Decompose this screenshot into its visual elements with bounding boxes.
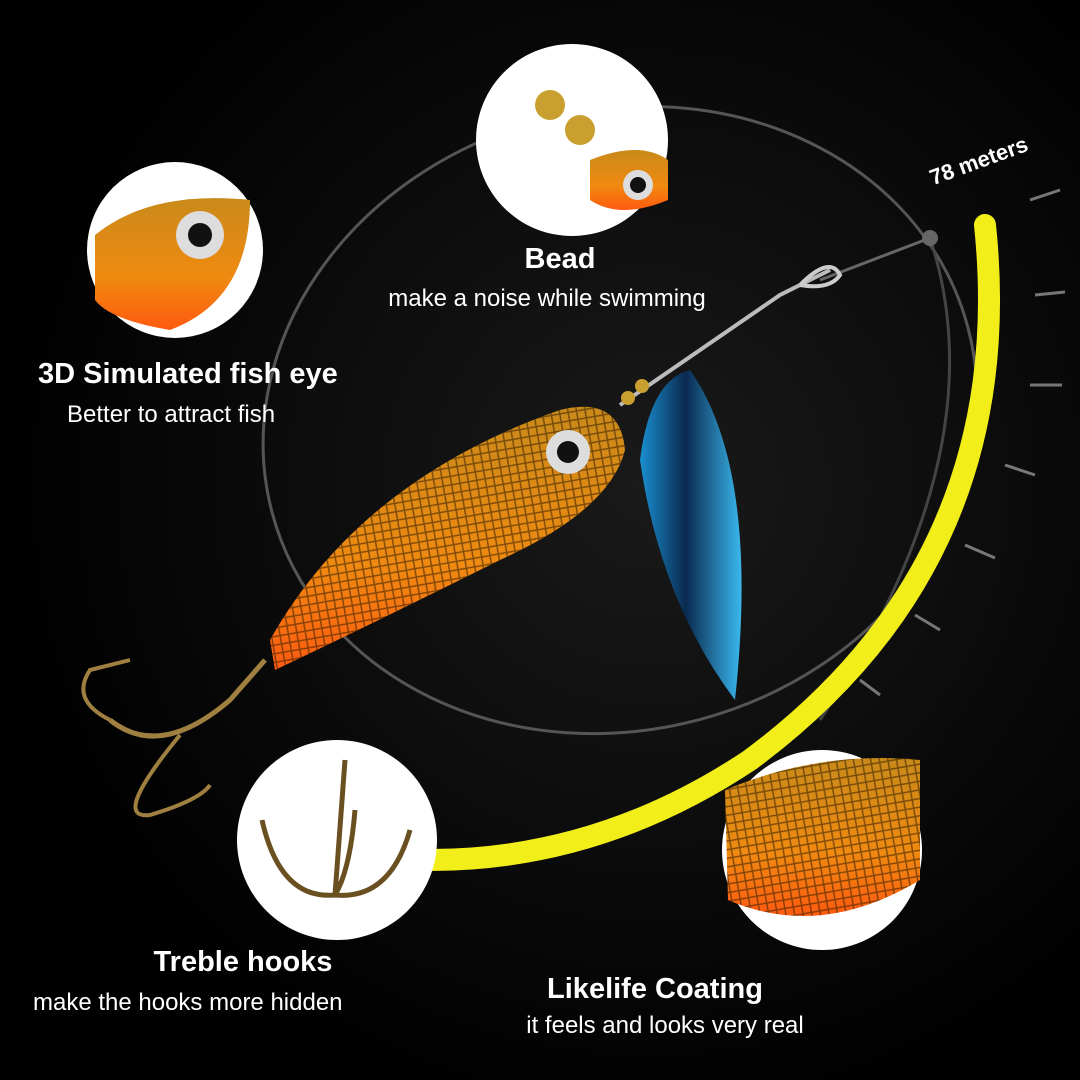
fish-eye-title: 3D Simulated fish eye	[38, 358, 338, 390]
treble-hooks-title: Treble hooks	[153, 946, 333, 978]
hook-detail-circle	[237, 740, 437, 940]
treble-hooks-subtitle: make the hooks more hidden	[33, 989, 343, 1016]
fish-eye-subtitle: Better to attract fish	[67, 401, 276, 428]
coating-title: Likelife Coating	[547, 973, 763, 1005]
bead-subtitle: make a noise while swimming	[388, 285, 706, 312]
fishing-line	[419, 214, 1001, 871]
coating-detail-circle	[722, 750, 922, 950]
cast-point	[922, 230, 938, 246]
eye-detail-circle	[87, 162, 263, 338]
coating-subtitle: it feels and looks very real	[526, 1012, 804, 1039]
bead-detail-circle	[476, 44, 668, 236]
distance-ticks	[859, 188, 1066, 697]
bead-title: Bead	[524, 243, 596, 275]
spinner-lure	[81, 265, 843, 818]
